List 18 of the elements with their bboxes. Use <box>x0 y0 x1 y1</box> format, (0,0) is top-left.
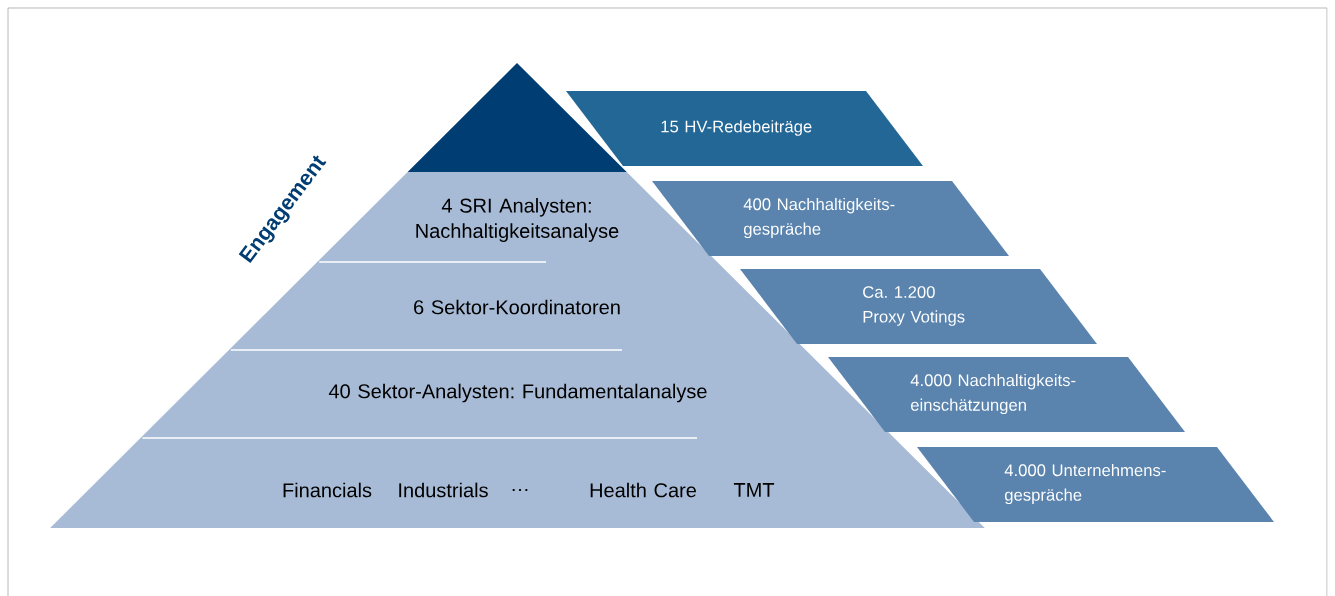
node-label: 4 SRI Analysten: Nachhaltigkeitsanalyse <box>416 198 619 242</box>
pyramid-level: 6 Sektor-Koordinatoren <box>228 262 806 350</box>
result-box: Ca. 1.200 Proxy Votings <box>740 269 1097 344</box>
pyramid-level: 4 SRI Analysten: Nachhaltigkeitsanalyse <box>317 172 718 262</box>
result-box: 4.000 Nachhaltigkeits-einschätzungen <box>828 357 1185 432</box>
pyramid-level: Financials Industrials … Health Care TMT <box>50 438 985 528</box>
node-label: Health Care <box>590 482 696 498</box>
result-box: 4.000 Unternehmens-gespräche <box>917 447 1274 522</box>
node-label: Financials <box>283 482 372 498</box>
node-label: 6 Sektor-Koordinatoren <box>414 299 620 315</box>
result-box: 400 Nachhaltigkeits-gespräche <box>652 181 1009 256</box>
node-label: Industrials <box>399 482 488 498</box>
pyramid-level: 40 Sektor-Analysten: Fundamentalanalyse <box>140 350 895 438</box>
node-label: … <box>512 488 528 492</box>
result-box: 15 HV-Redebeiträge <box>566 91 923 166</box>
node-label: 40 Sektor-Analysten: Fundamentalanalyse <box>328 383 707 403</box>
node-label: TMT <box>733 483 775 497</box>
pyramid-top <box>407 63 627 172</box>
